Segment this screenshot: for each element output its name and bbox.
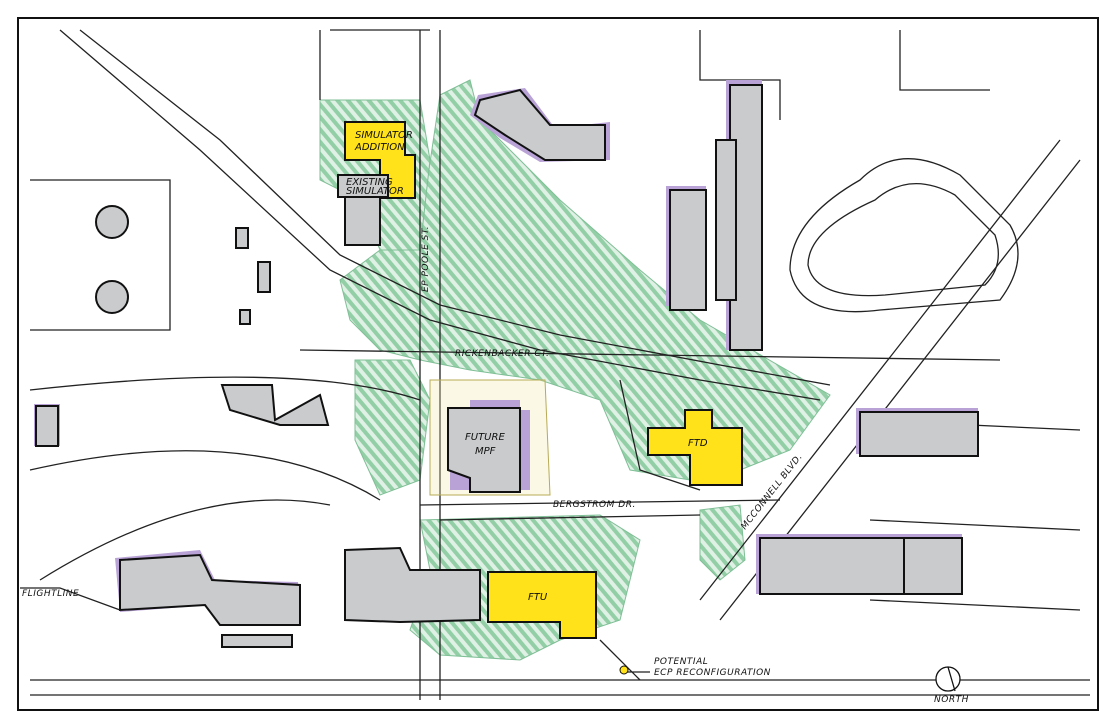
simulator-addition-label: SIMULATOR <box>355 130 413 141</box>
storage-tank <box>95 205 129 239</box>
north-arrow: NORTH <box>934 666 969 705</box>
ecp-label: POTENTIAL <box>654 657 708 667</box>
simulator-addition-building <box>344 121 416 199</box>
future-mpf-building <box>447 407 521 493</box>
ftu-building <box>487 571 597 639</box>
storage-tank <box>95 280 129 314</box>
ecp-marker <box>619 665 629 675</box>
ftu-label: FTU <box>528 592 548 603</box>
ftd-label: FTD <box>688 438 708 449</box>
street-label-ep-poole: EP POOLE ST. <box>421 226 431 292</box>
simulator-addition-label: ADDITION <box>354 142 405 153</box>
future-mpf-label: FUTURE <box>465 432 505 443</box>
street-label-rickenbacker: RICKENBACKER CT. <box>455 349 549 359</box>
existing-buildings <box>34 80 979 648</box>
existing-simulator-building <box>337 174 389 198</box>
map-frame <box>17 17 1099 711</box>
existing-simulator-label: SIMULATOR <box>346 186 404 197</box>
existing-simulator-label: EXISTING <box>346 177 393 188</box>
ftd-building <box>647 409 743 486</box>
street-label-bergstrom: BERGSTROM DR. <box>553 500 636 510</box>
north-label: NORTH <box>934 695 969 705</box>
future-mpf-label: MPF <box>475 446 496 457</box>
flightline-label: FLIGHTLINE <box>22 589 79 599</box>
ecp-label: ECP RECONFIGURATION <box>654 668 771 678</box>
